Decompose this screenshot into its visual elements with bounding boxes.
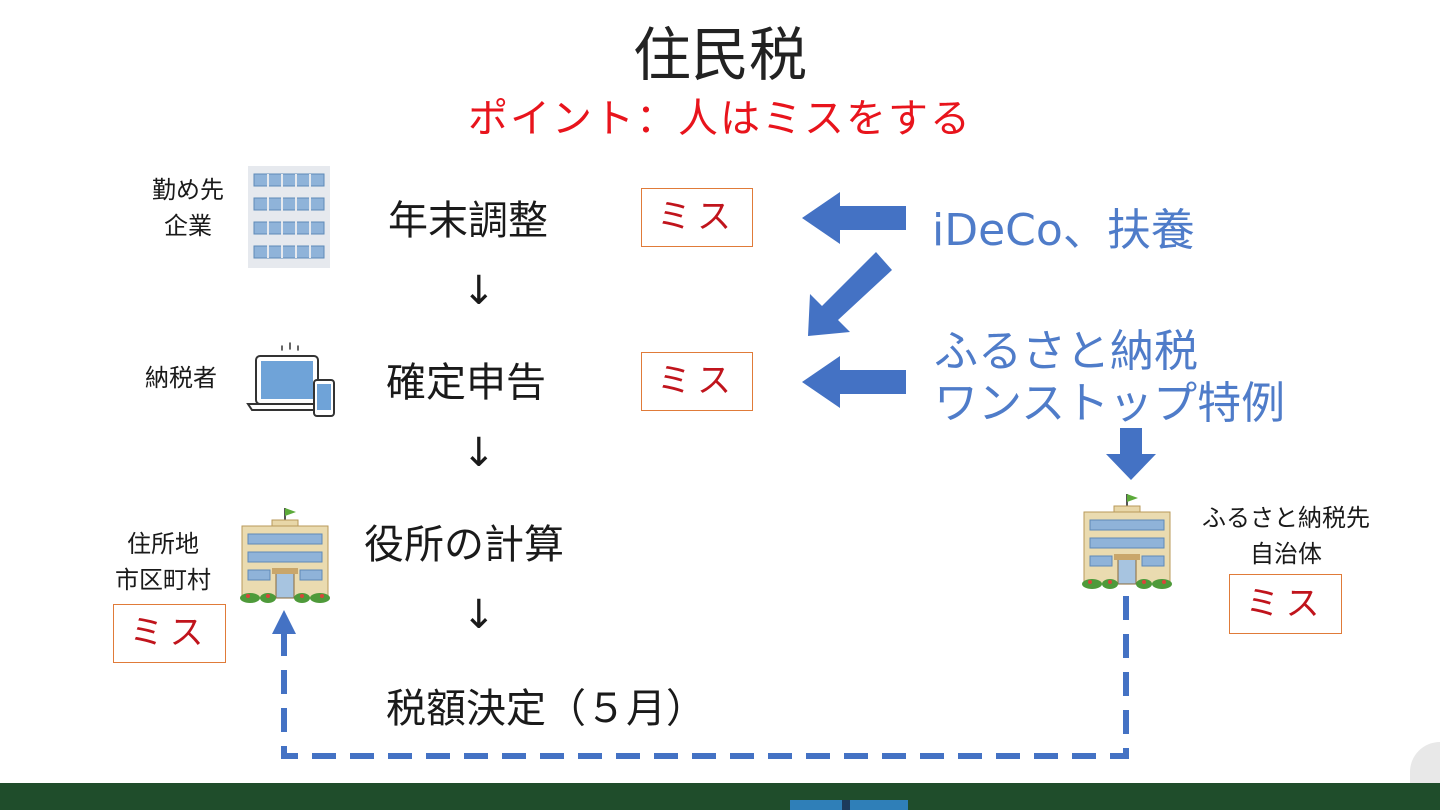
- ideco-dependents-label: iDeCo、扶養: [932, 205, 1195, 256]
- step-tax-amount-decision: 税額決定（５月）: [386, 686, 706, 732]
- arrow-left-to-year-end: [802, 192, 906, 244]
- dashed-return-path: [281, 596, 1129, 759]
- residence-city-label: 住所地 市区町村: [115, 530, 211, 594]
- office-building-icon: [248, 166, 330, 268]
- miss-box-year-end: ミス: [641, 188, 753, 247]
- page-title: 住民税: [632, 21, 807, 89]
- step-office-calculation: 役所の計算: [364, 522, 564, 568]
- down-arrow-2: ↓: [462, 430, 496, 476]
- miss-box-furusato-city: ミス: [1229, 574, 1342, 634]
- step-year-end-adjustment: 年末調整: [388, 198, 548, 244]
- furusato-onestop-label: ふるさと納税 ワンストップ特例: [934, 326, 1286, 429]
- taxpayer-label: 納税者: [145, 364, 217, 392]
- miss-box-residence-city: ミス: [113, 604, 226, 663]
- down-arrow-1: ↓: [462, 268, 496, 314]
- arrow-down-to-furusato-city: [1106, 428, 1156, 480]
- step-final-tax-return: 確定申告: [386, 360, 546, 406]
- point-subtitle: ポイント：人はミスをする: [468, 96, 972, 142]
- furusato-city-label: ふるさと納税先 自治体: [1202, 504, 1370, 568]
- down-arrow-3: ↓: [462, 592, 496, 638]
- miss-box-final-return: ミス: [641, 352, 753, 411]
- arrow-left-to-final-return: [802, 356, 906, 408]
- footer-tab-mark: [842, 800, 850, 810]
- employer-label: 勤め先 企業: [152, 176, 224, 240]
- laptop-phone-icon: [246, 342, 335, 417]
- furusato-city-hall-icon: [1082, 494, 1172, 589]
- footer-bar: [0, 783, 1440, 810]
- city-hall-icon: [240, 508, 330, 603]
- dashed-arrow-head: [272, 610, 296, 634]
- arrow-diagonal-to-final-return: [808, 252, 892, 336]
